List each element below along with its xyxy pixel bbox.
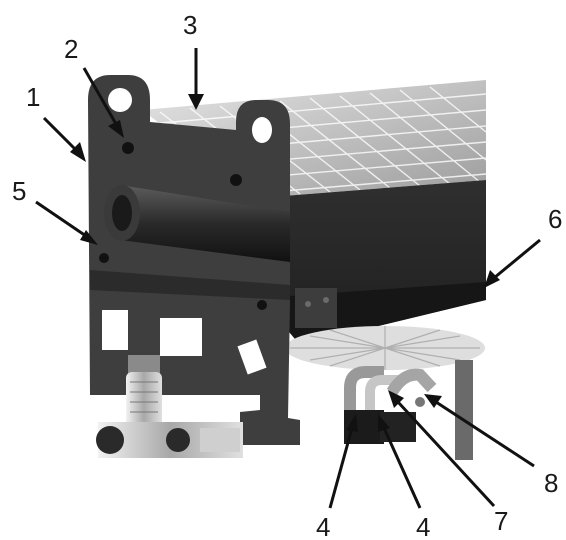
callout-4-right: 4 bbox=[378, 414, 430, 540]
callout-4-left: 4 bbox=[316, 414, 358, 540]
regulator-valve bbox=[96, 355, 243, 458]
front-bracket bbox=[88, 75, 300, 445]
callout-label-2: 2 bbox=[64, 34, 78, 64]
callout-label-1: 1 bbox=[26, 82, 40, 112]
callout-label-4-right: 4 bbox=[416, 512, 430, 540]
gas-pipe bbox=[104, 185, 290, 262]
callout-6: 6 bbox=[484, 204, 562, 288]
callout-label-7: 7 bbox=[494, 506, 508, 536]
callout-8: 8 bbox=[424, 394, 558, 498]
burner-housing bbox=[258, 180, 486, 345]
callout-3: 3 bbox=[183, 10, 204, 110]
callout-label-3: 3 bbox=[183, 10, 197, 40]
callout-label-4-left: 4 bbox=[316, 512, 330, 540]
callout-label-5: 5 bbox=[12, 176, 26, 206]
callout-1: 1 bbox=[26, 82, 86, 162]
callout-label-8: 8 bbox=[544, 468, 558, 498]
callout-2: 2 bbox=[64, 34, 124, 138]
callout-label-6: 6 bbox=[548, 204, 562, 234]
callout-5: 5 bbox=[12, 176, 98, 245]
round-burner bbox=[285, 326, 485, 460]
gas-fittings bbox=[344, 366, 437, 444]
burner-assembly-illustration bbox=[88, 75, 487, 460]
callout-7: 7 bbox=[388, 390, 508, 536]
